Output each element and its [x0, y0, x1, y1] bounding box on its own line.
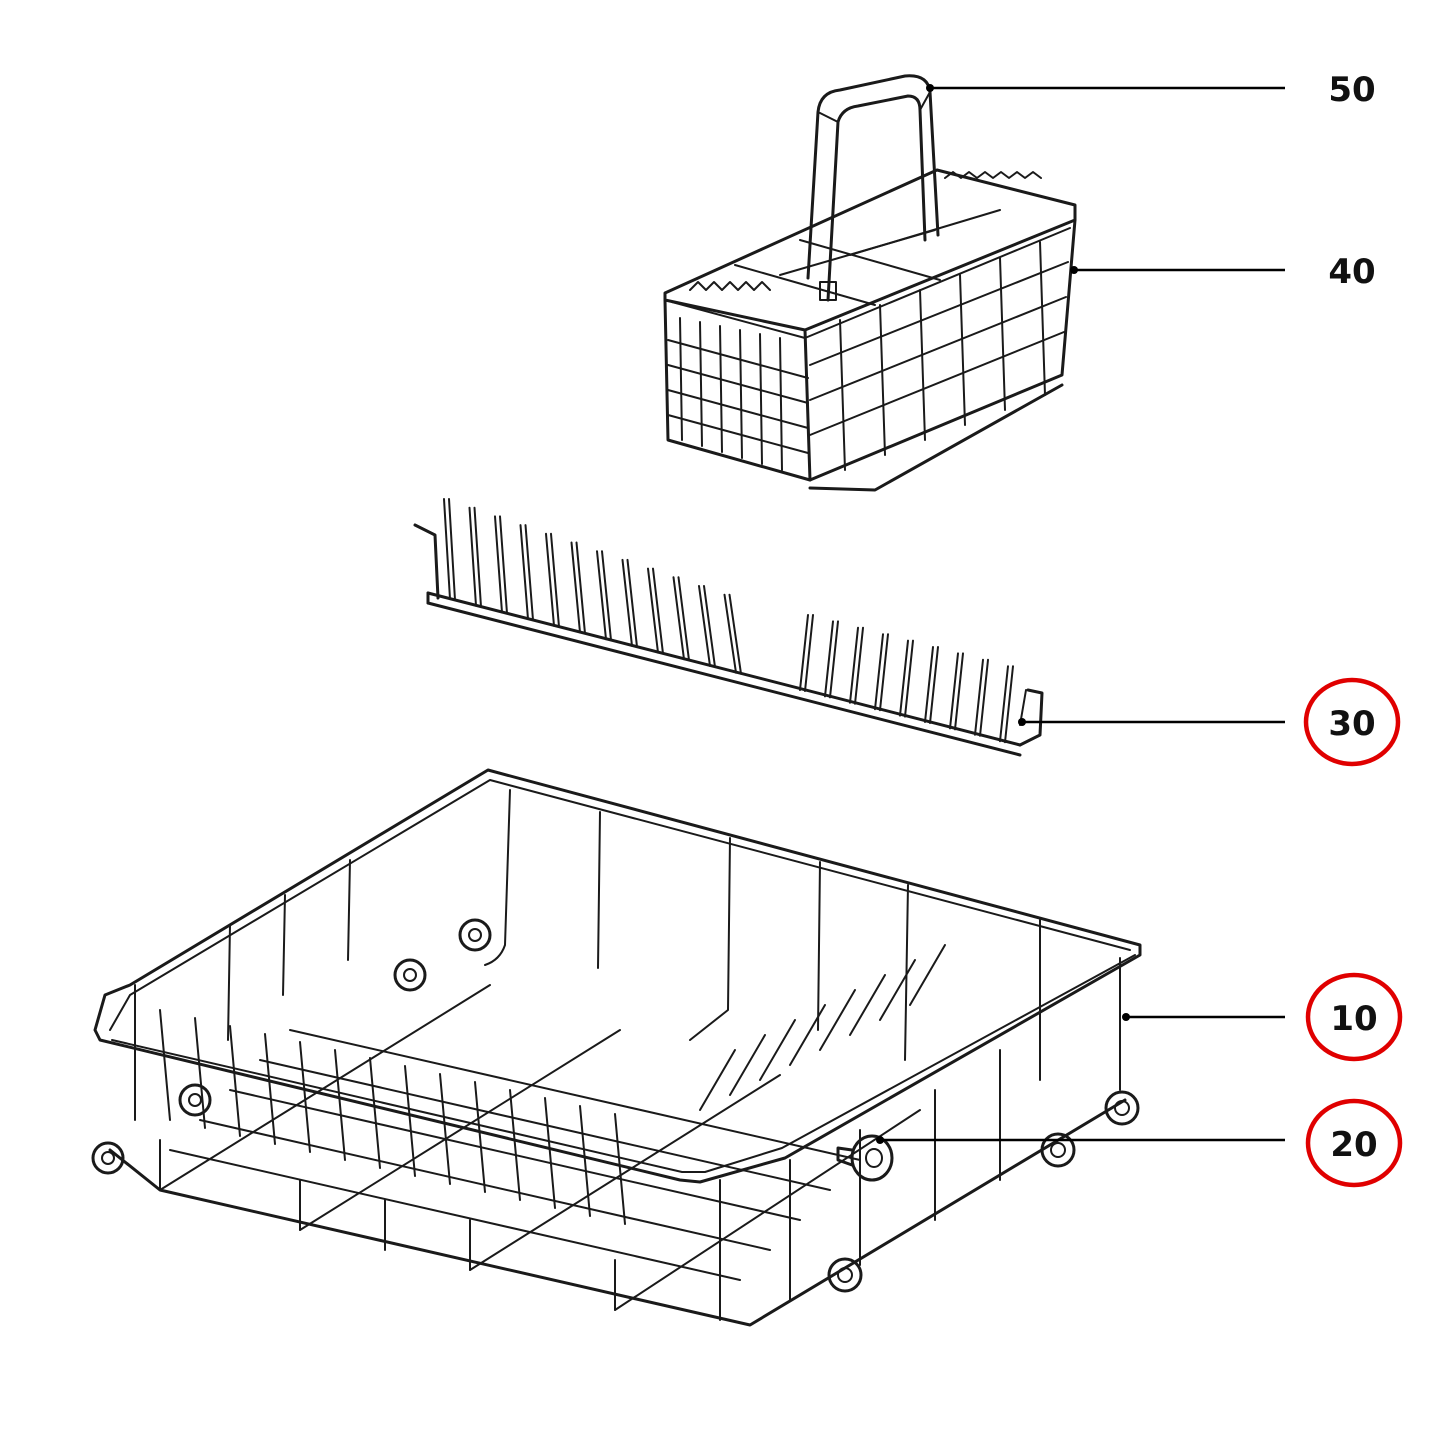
- rack-wheel-part[interactable]: [836, 1134, 894, 1182]
- highlight-ring-30: [1303, 677, 1401, 767]
- lower-dish-rack[interactable]: [91, 768, 1142, 1327]
- cutlery-basket[interactable]: [663, 168, 1077, 492]
- callout-40: 40: [1328, 252, 1375, 292]
- callout-label-30: 30: [1328, 704, 1375, 744]
- highlight-ring-20: [1305, 1098, 1403, 1188]
- leader-lines: [876, 84, 1285, 1144]
- callout-50: 50: [1328, 70, 1375, 110]
- callout-label-40: 40: [1328, 252, 1375, 292]
- callout-20: 20: [1305, 1098, 1403, 1188]
- callout-label-50: 50: [1328, 70, 1375, 110]
- callout-30: 30: [1303, 677, 1401, 767]
- basket-handle[interactable]: [806, 74, 940, 302]
- callout-10: 10: [1305, 972, 1403, 1062]
- callout-label-20: 20: [1330, 1125, 1377, 1165]
- highlight-ring-10: [1305, 972, 1403, 1062]
- rack-wheel: [91, 918, 1140, 1293]
- callout-label-10: 10: [1330, 999, 1377, 1039]
- plate-rack-insert[interactable]: [413, 498, 1044, 757]
